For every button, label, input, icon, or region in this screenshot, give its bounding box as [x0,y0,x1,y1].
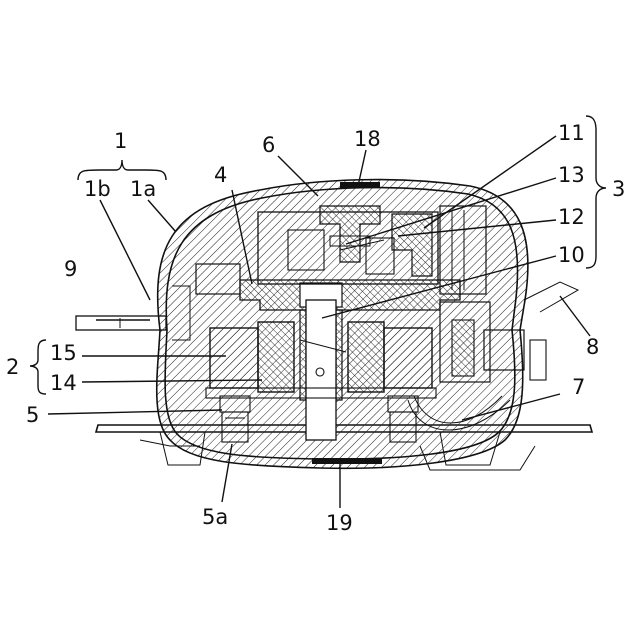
bracket-3 [586,116,606,268]
label-1b: 1b [84,177,111,201]
label-1a: 1a [130,177,156,201]
label-19: 19 [326,511,353,535]
label-13: 13 [558,163,585,187]
label-10: 10 [558,243,585,267]
label-9: 9 [64,257,77,281]
label-12: 12 [558,205,585,229]
brace-2 [30,340,46,394]
label-2: 2 [6,355,19,379]
label-15: 15 [50,341,77,365]
oil-sump-plate [312,458,382,464]
label-18: 18 [354,127,381,151]
label-8: 8 [586,335,599,359]
label-5: 5 [26,403,39,427]
label-4: 4 [214,163,227,187]
label-3: 3 [612,177,625,201]
label-1: 1 [114,129,127,153]
label-11: 11 [558,121,585,145]
label-5a: 5a [202,505,228,529]
label-6: 6 [262,133,275,157]
label-7: 7 [572,375,585,399]
top-pad [340,182,380,188]
label-14: 14 [50,371,77,395]
